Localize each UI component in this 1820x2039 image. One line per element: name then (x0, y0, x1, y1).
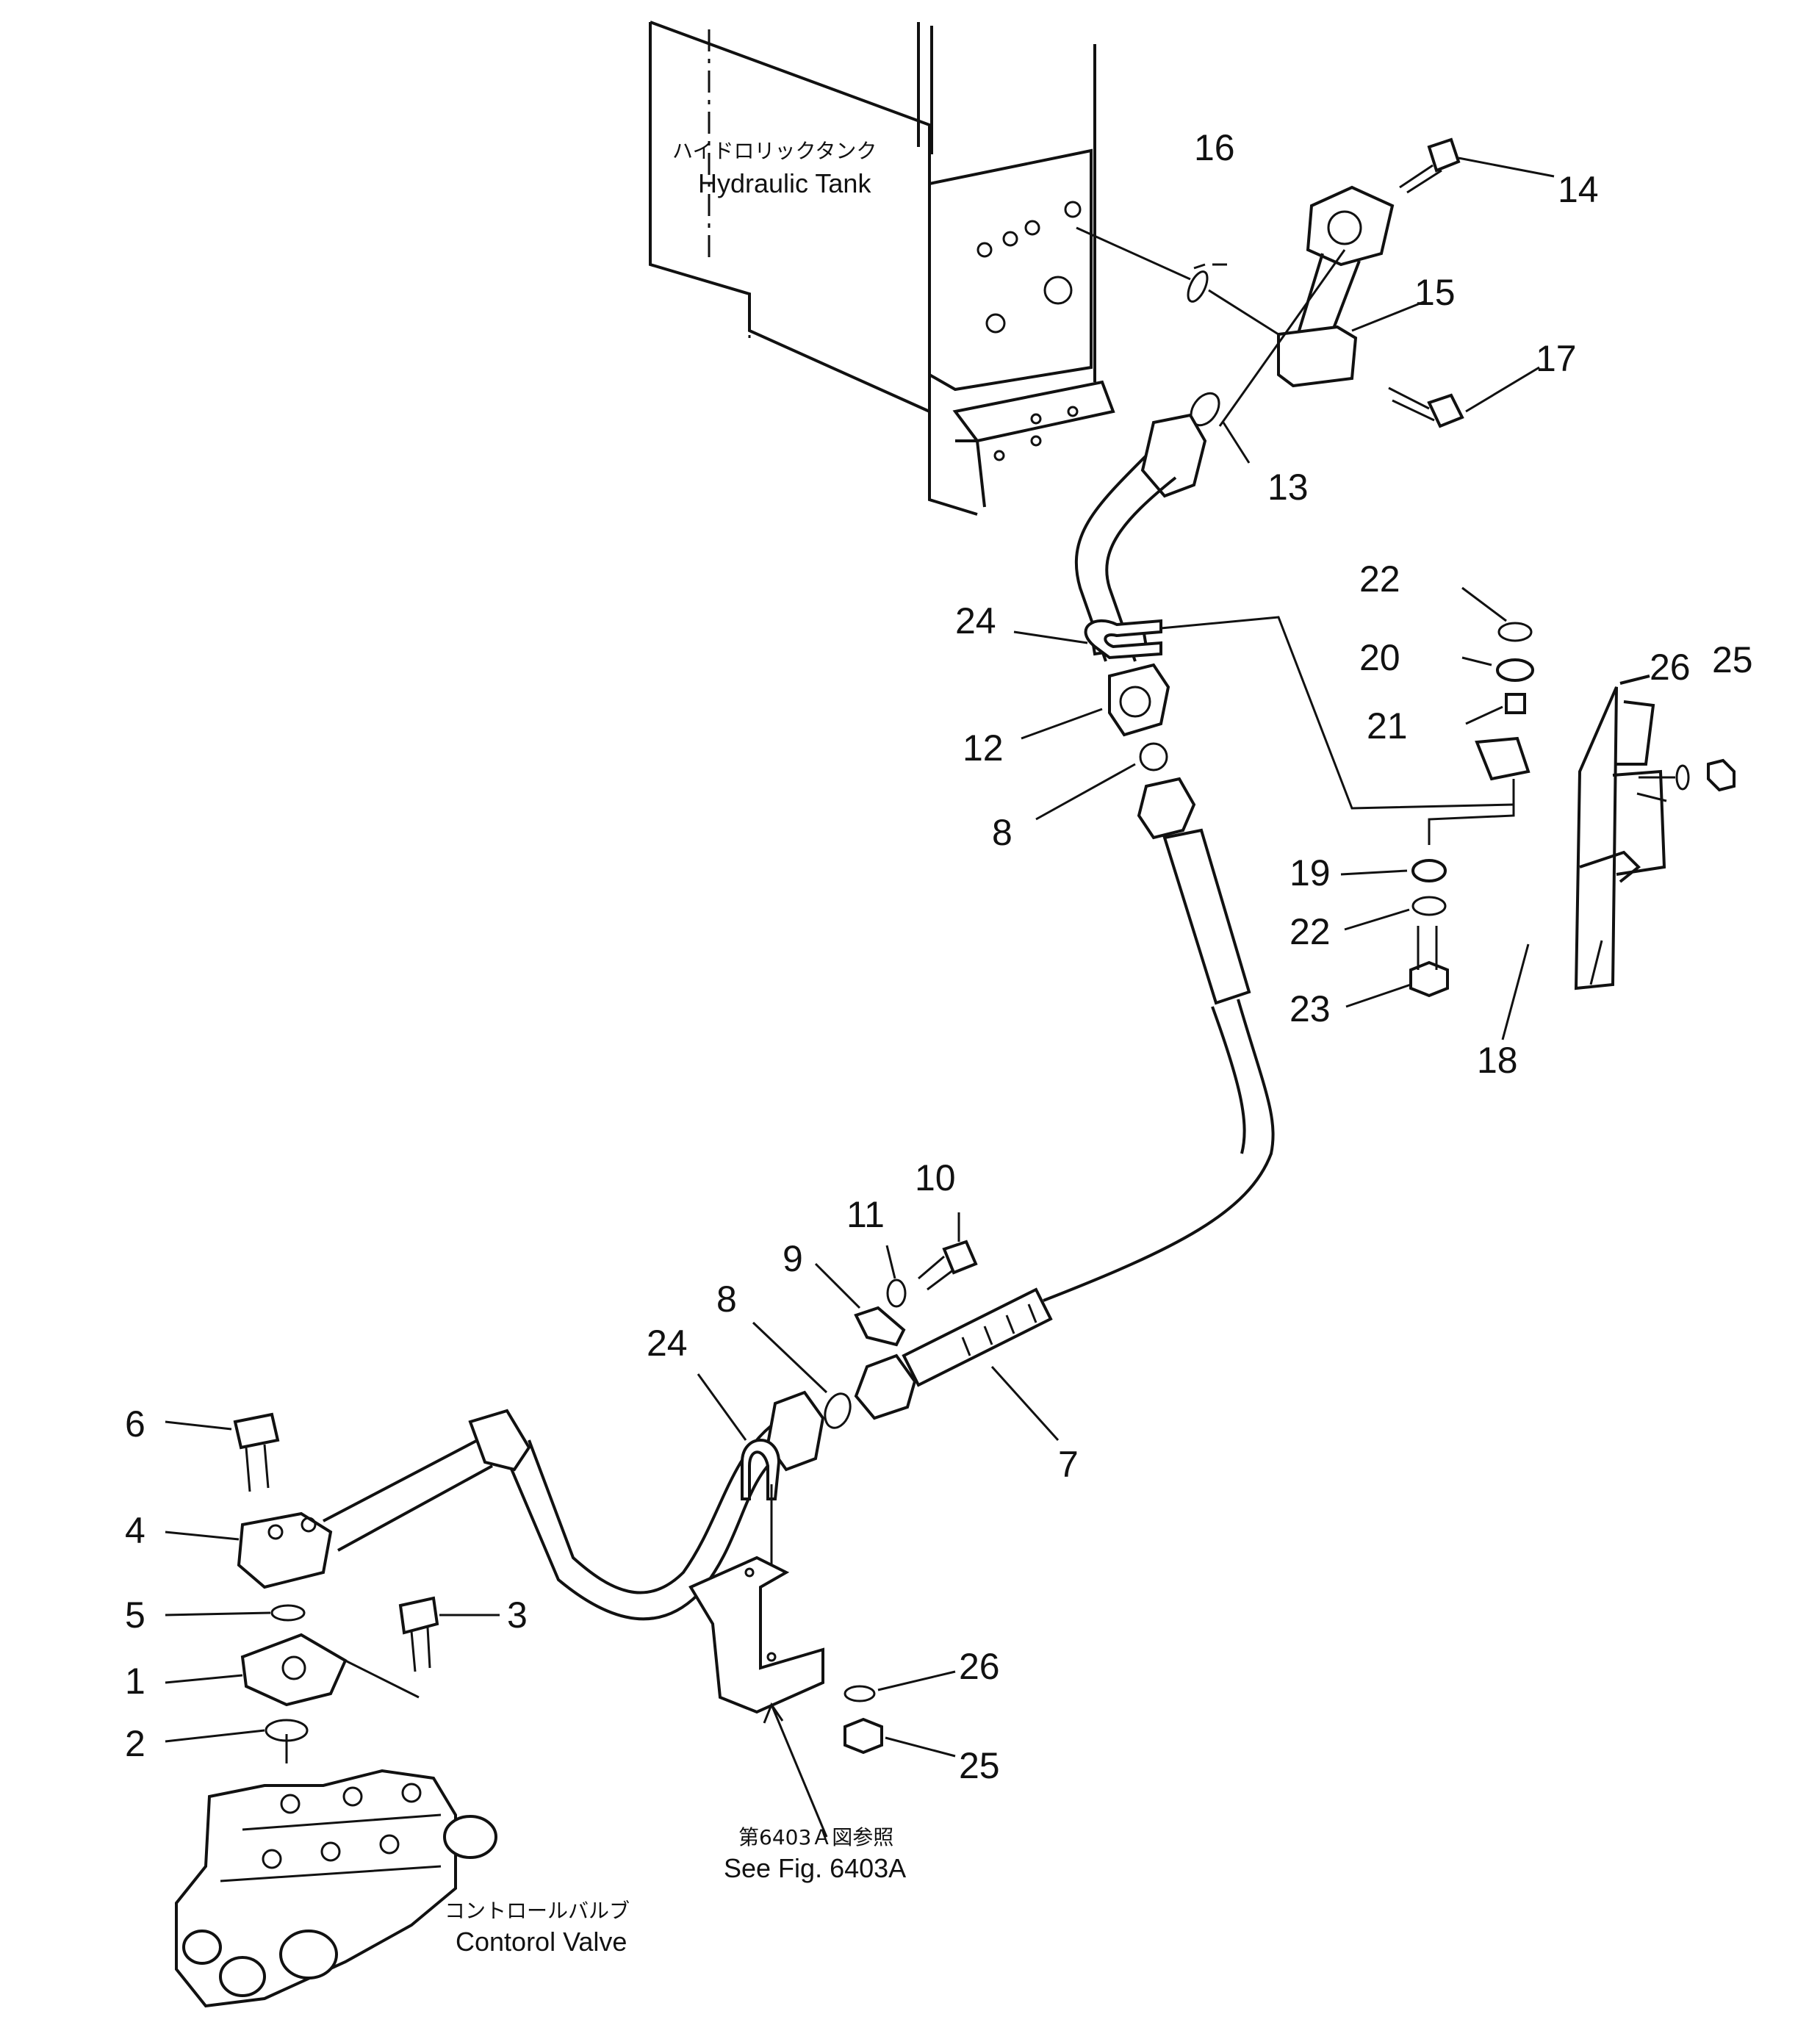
clamp-24-upper (1084, 619, 1162, 660)
washer-26-upper (1675, 764, 1690, 791)
spacer-20 (1496, 658, 1534, 682)
callout-3: 3 (507, 1594, 528, 1636)
callout-11: 11 (846, 1194, 885, 1235)
ref-label-en: See Fig. 6403A (724, 1853, 906, 1883)
elbow-15 (1277, 185, 1395, 388)
upper-pipe (1074, 413, 1207, 737)
callout-26-upper: 26 (1650, 647, 1691, 688)
bolt-23 (1409, 926, 1449, 998)
ref-label-jp: 第6403Ａ図参照 (738, 1825, 893, 1849)
callout-13: 13 (1267, 467, 1309, 508)
callout-9: 9 (783, 1238, 803, 1279)
callout-26-lower: 26 (959, 1646, 1000, 1687)
collar-21 (1505, 693, 1526, 714)
callout-8-lower: 8 (716, 1279, 737, 1320)
flange-1 (240, 1633, 420, 1707)
callout-10: 10 (915, 1157, 956, 1198)
callout-19: 19 (1290, 852, 1331, 893)
washer-11 (886, 1279, 907, 1308)
split-flange-9 (854, 1306, 906, 1347)
bolt-17 (1388, 386, 1464, 428)
callout-12: 12 (963, 727, 1004, 769)
callout-15: 15 (1414, 272, 1456, 313)
callout-17: 17 (1536, 338, 1577, 379)
callout-21: 21 (1367, 705, 1408, 747)
hydraulic-tank (649, 21, 1115, 516)
bracket-tie (1428, 779, 1515, 845)
hose-7 (854, 777, 1275, 1420)
collar-19 (1411, 859, 1447, 882)
washer-26-lower (844, 1685, 876, 1702)
elbow-block-4 (237, 1511, 333, 1589)
callout-2: 2 (125, 1723, 145, 1764)
bolt-3 (398, 1596, 439, 1672)
bracket (688, 1484, 824, 1714)
callout-20: 20 (1359, 637, 1400, 678)
valve-label-jp: コントロールバルブ (445, 1899, 630, 1923)
callout-16: 16 (1194, 127, 1235, 168)
o-ring-5 (270, 1604, 306, 1622)
callout-6: 6 (125, 1403, 145, 1445)
o-ring-16 (1187, 270, 1209, 303)
callout-25-upper: 25 (1712, 639, 1753, 680)
bolt-6 (233, 1412, 280, 1492)
clamp-wire-upper (1160, 616, 1514, 810)
bolt-10 (918, 1240, 978, 1291)
callout-23: 23 (1290, 988, 1331, 1029)
washer-22-bottom (1411, 896, 1447, 916)
nut-25-upper (1707, 758, 1736, 792)
lower-pipe (323, 1390, 825, 1621)
callout-8-upper: 8 (992, 812, 1012, 853)
callout-14: 14 (1558, 169, 1599, 210)
tank-label-en: Hydraulic Tank (698, 168, 871, 198)
callout-1: 1 (125, 1661, 145, 1702)
callout-numbers: 16 14 15 17 13 22 20 21 26 25 24 12 8 19… (125, 127, 1753, 1786)
callout-24-lower: 24 (647, 1323, 688, 1364)
leader-lines (165, 157, 1675, 1758)
nut-25-lower (844, 1717, 883, 1755)
callout-22-bottom: 22 (1290, 911, 1331, 952)
arrow-ref (763, 1702, 828, 1838)
o-ring-8-upper (1139, 742, 1168, 772)
callout-24-upper: 24 (955, 600, 996, 641)
valve-label-en: Contorol Valve (456, 1927, 627, 1957)
callout-4: 4 (125, 1510, 145, 1551)
bracket-18 (1475, 675, 1666, 990)
bolt-14 (1399, 137, 1461, 194)
callout-25-lower: 25 (959, 1745, 1000, 1786)
control-valve (175, 1734, 497, 2008)
o-ring-8-lower (824, 1392, 852, 1429)
washer-22-top (1497, 622, 1533, 642)
callout-22-top: 22 (1359, 558, 1400, 600)
callout-18: 18 (1477, 1040, 1518, 1081)
clamp-24-lower (741, 1439, 781, 1500)
callout-7: 7 (1058, 1444, 1079, 1485)
callout-5: 5 (125, 1594, 145, 1636)
tank-label-jp: ハイドロリックタンク (672, 139, 877, 163)
